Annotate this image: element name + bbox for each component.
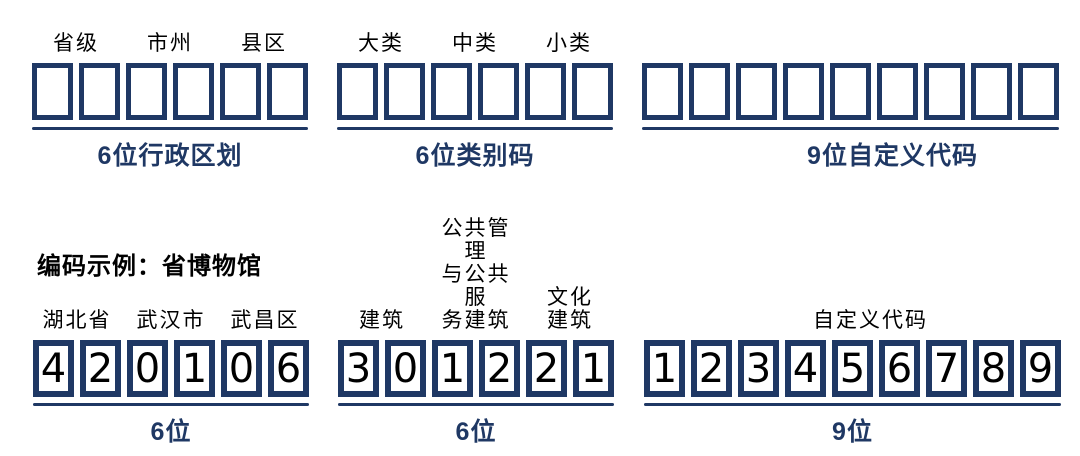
group-admin-division: 省级 市州 县区 6位行政区划 — [32, 28, 308, 172]
digit-box: 1 — [573, 340, 614, 397]
box-label: 省级 — [53, 32, 99, 55]
label-row: 建筑 公共管理 与公共服 务建筑文化 建筑 — [338, 217, 614, 340]
empty-code-box — [642, 63, 683, 120]
digit-box: 1 — [432, 340, 473, 397]
box-row — [32, 63, 308, 120]
empty-code-box — [525, 63, 566, 120]
digit-box: 0 — [221, 340, 262, 397]
group-caption: 6位类别码 — [415, 142, 535, 170]
digit-box: 2 — [80, 340, 121, 397]
empty-code-box — [783, 63, 824, 120]
box-label: 自定义代码 — [813, 309, 928, 332]
box-label: 武昌区 — [230, 309, 300, 332]
digit-box: 2 — [526, 340, 567, 397]
empty-code-box — [267, 63, 308, 120]
digit-box: 1 — [174, 340, 215, 397]
label-row — [642, 28, 1059, 63]
group-category-code: 大类 中类 小类 6位类别码 — [337, 28, 613, 172]
empty-code-box — [431, 63, 472, 120]
empty-code-box — [689, 63, 730, 120]
group-underline — [338, 403, 614, 406]
empty-code-box — [924, 63, 965, 120]
digit-box: 8 — [973, 340, 1014, 397]
empty-code-box — [971, 63, 1012, 120]
group-caption: 6位 — [455, 418, 497, 446]
box-label: 小类 — [546, 32, 592, 55]
box-label: 市州 — [147, 32, 193, 55]
example-heading: 编码示例：省博物馆 — [37, 253, 262, 280]
digit-box: 0 — [385, 340, 426, 397]
digit-box: 7 — [926, 340, 967, 397]
empty-code-box — [736, 63, 777, 120]
box-label: 湖北省 — [42, 309, 112, 332]
digit-box: 4 — [785, 340, 826, 397]
box-label: 公共管理 与公共服 务建筑 — [441, 217, 511, 332]
group-underline — [644, 403, 1061, 406]
digit-box: 6 — [879, 340, 920, 397]
label-row: 自定义代码 — [644, 260, 1061, 340]
digit-box: 6 — [268, 340, 309, 397]
box-label: 武汉市 — [136, 309, 206, 332]
group-underline — [32, 127, 308, 130]
group-caption: 9位自定义代码 — [807, 142, 978, 170]
digit-box: 0 — [127, 340, 168, 397]
empty-code-box — [572, 63, 613, 120]
group-caption: 9位 — [832, 418, 873, 446]
empty-code-box — [877, 63, 918, 120]
empty-code-box — [337, 63, 378, 120]
empty-code-box — [220, 63, 261, 120]
label-row: 湖北省 武汉市 武昌区 — [33, 260, 309, 340]
empty-code-box — [478, 63, 519, 120]
group-caption: 6位行政区划 — [97, 142, 243, 170]
box-label: 县区 — [241, 32, 287, 55]
box-label: 建筑 — [359, 309, 405, 332]
digit-box: 3 — [738, 340, 779, 397]
digit-box: 3 — [338, 340, 379, 397]
group-custom-code: 9位自定义代码 — [642, 28, 1059, 172]
box-row — [642, 63, 1059, 120]
group-caption: 6位 — [150, 418, 192, 446]
digit-box: 4 — [33, 340, 74, 397]
box-label: 大类 — [358, 32, 404, 55]
empty-code-box — [384, 63, 425, 120]
digit-box: 1 — [644, 340, 685, 397]
digit-box: 9 — [1020, 340, 1061, 397]
empty-code-box — [830, 63, 871, 120]
box-label: 文化 建筑 — [547, 286, 593, 332]
empty-code-box — [1018, 63, 1059, 120]
empty-code-box — [32, 63, 73, 120]
group-underline — [337, 127, 613, 130]
group-underline — [33, 403, 309, 406]
digit-box: 5 — [832, 340, 873, 397]
label-row: 省级 市州 县区 — [32, 28, 308, 63]
empty-code-box — [173, 63, 214, 120]
empty-code-box — [79, 63, 120, 120]
box-row — [337, 63, 613, 120]
digit-box: 2 — [479, 340, 520, 397]
digit-box: 2 — [691, 340, 732, 397]
empty-code-box — [126, 63, 167, 120]
label-row: 大类 中类 小类 — [337, 28, 613, 63]
group-underline — [642, 127, 1059, 130]
box-label: 中类 — [452, 32, 498, 55]
